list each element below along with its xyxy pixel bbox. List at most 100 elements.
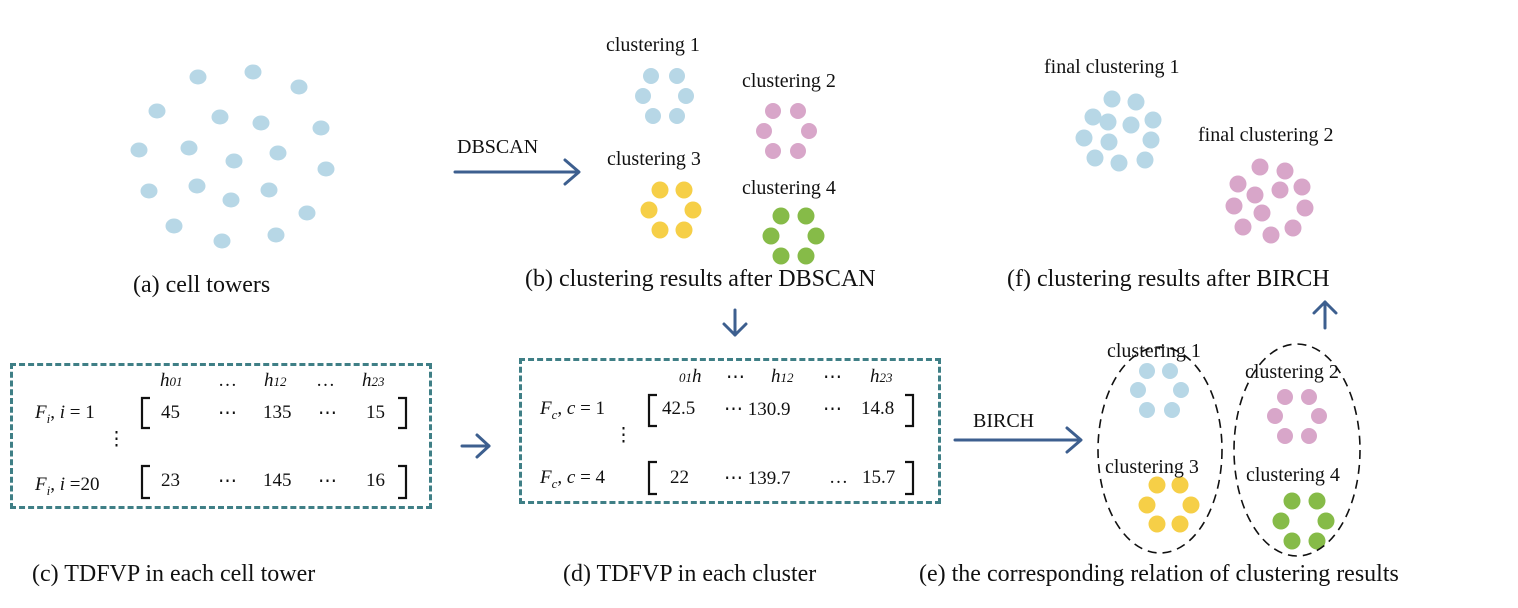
- cell-tower-dot-6: [252, 115, 270, 131]
- c-r1-v4: 15: [366, 402, 385, 423]
- f-cluster2-dot-10: [1234, 218, 1252, 236]
- b-cluster2-dot-2: [790, 103, 806, 119]
- f-cluster1-dot-4: [1099, 113, 1117, 131]
- d-r2-v1: ⋯ 139.7: [724, 468, 791, 489]
- d-h-sub-01: 01: [679, 370, 692, 385]
- d-h-sym-2: h: [771, 366, 781, 387]
- e-cluster2-dot-2: [1301, 389, 1317, 405]
- e-cluster3-dot-2: [1171, 476, 1189, 494]
- c-r2-var: i: [59, 474, 66, 495]
- cell-tower-dot-17: [298, 205, 316, 221]
- f-cluster2-dot-2: [1276, 162, 1294, 180]
- d-h-sub-23: 23: [879, 370, 893, 385]
- b-cluster1-dot-5: [645, 108, 661, 124]
- d-r2-F: F: [540, 467, 552, 488]
- e-cluster2-dot-6: [1301, 428, 1317, 444]
- e-cluster1-dot-2: [1162, 363, 1178, 379]
- e-cluster2-dot-5: [1277, 428, 1293, 444]
- b-cluster2-dot-5: [765, 143, 781, 159]
- c-r1-v2: 135: [263, 402, 292, 423]
- d-r1-F: F: [540, 398, 552, 419]
- d-r1-sub: c: [551, 406, 558, 422]
- e-cluster3-dot-1: [1148, 476, 1166, 494]
- e-cluster1-dot-4: [1173, 382, 1189, 398]
- d-header-h01: 01h: [679, 366, 702, 388]
- c-r1-v0: 45: [161, 402, 180, 423]
- c-row2-label: Fi, i =20: [35, 474, 99, 499]
- d-r2-rest: ,: [557, 467, 567, 488]
- c-row1-label: Fi, i = 1: [35, 402, 95, 427]
- d-r1-var: c: [566, 398, 576, 419]
- d-r1-v3: 14.8: [861, 398, 895, 419]
- c-h-sym-2: h: [264, 370, 274, 391]
- b-cluster4-dot-1: [772, 207, 790, 225]
- cell-tower-dot-10: [225, 153, 243, 169]
- d-r2-eq: = 4: [575, 467, 606, 488]
- c-r2-v4: 16: [366, 470, 385, 491]
- c-h-sym: h: [160, 370, 170, 391]
- bracket-d2-left: [647, 460, 657, 496]
- cell-tower-dot-16: [260, 182, 278, 198]
- c-h-sub-23: 23: [371, 374, 385, 389]
- birch-label: BIRCH: [973, 410, 1035, 432]
- f-cluster1-dot-3: [1084, 108, 1102, 126]
- f-cluster1-dot-5: [1122, 116, 1140, 134]
- panel-e-label-3: clustering 3: [1105, 456, 1199, 478]
- bracket-d1-left: [647, 393, 657, 428]
- panel-e-label-4: clustering 4: [1246, 464, 1340, 486]
- cell-tower-dot-20: [267, 227, 285, 243]
- dbscan-arrow: [453, 158, 581, 186]
- e-cluster1-dot-5: [1139, 402, 1155, 418]
- bracket-c1-left: [140, 396, 150, 430]
- d-header-h23: h23: [870, 366, 893, 388]
- e-cluster2-dot-1: [1277, 389, 1293, 405]
- c-r2-v1: ⋯: [218, 471, 237, 492]
- c-r1-var: i: [59, 402, 66, 423]
- bracket-c1-right: [398, 396, 408, 430]
- bracket-d2-right: [905, 460, 915, 496]
- d-vdots: ⋮: [614, 425, 633, 446]
- bracket-d1-right: [905, 393, 915, 428]
- c-h-sub-12: 12: [273, 374, 287, 389]
- bracket-c2-right: [398, 464, 408, 500]
- c-header-h01: h01: [160, 370, 183, 392]
- cell-tower-dot-14: [188, 178, 206, 194]
- e-cluster3-dot-5: [1148, 515, 1166, 533]
- dots-layer: [130, 64, 1335, 550]
- panel-e-label-1: clustering 1: [1107, 340, 1201, 362]
- c-r1-v3: ⋯: [318, 403, 337, 424]
- b-cluster3-dot-3: [640, 201, 658, 219]
- c-h-sub-01: 01: [169, 374, 183, 389]
- e-cluster1-dot-1: [1139, 363, 1155, 379]
- panel-b-label-2: clustering 2: [742, 70, 836, 92]
- cell-tower-dot-7: [312, 120, 330, 136]
- panel-b-label-1: clustering 1: [606, 34, 700, 56]
- panel-b-label-3: clustering 3: [607, 148, 701, 170]
- bracket-c2-left: [140, 464, 150, 500]
- d-r1-rest: ,: [557, 398, 567, 419]
- b-cluster4-dot-5: [772, 247, 790, 265]
- e-cluster4-dot-4: [1317, 512, 1335, 530]
- d-header-h12: h12: [771, 366, 794, 388]
- f-cluster1-dot-10: [1086, 149, 1104, 167]
- cell-tower-dot-18: [165, 218, 183, 234]
- birch-arrow: [953, 426, 1083, 454]
- e-cluster3-dot-4: [1182, 496, 1200, 514]
- c-r1-F: F: [35, 402, 47, 423]
- c-r2-F: F: [35, 474, 47, 495]
- dbscan-label: DBSCAN: [457, 136, 539, 158]
- c-r1-sub: i: [46, 410, 51, 426]
- f-cluster1-dot-1: [1103, 90, 1121, 108]
- d-row1-label: Fc, c = 1: [540, 398, 605, 423]
- down-arrow: [722, 308, 748, 337]
- cell-tower-dot-12: [317, 161, 335, 177]
- b-cluster1-dot-3: [635, 88, 651, 104]
- cell-tower-dot-2: [244, 64, 262, 80]
- f-cluster2-dot-12: [1284, 219, 1302, 237]
- c-r2-eq: =20: [65, 474, 100, 495]
- b-cluster1-dot-1: [643, 68, 659, 84]
- d-r2-sub: c: [551, 475, 558, 491]
- panel-d-box: [519, 358, 941, 504]
- b-cluster4-dot-2: [797, 207, 815, 225]
